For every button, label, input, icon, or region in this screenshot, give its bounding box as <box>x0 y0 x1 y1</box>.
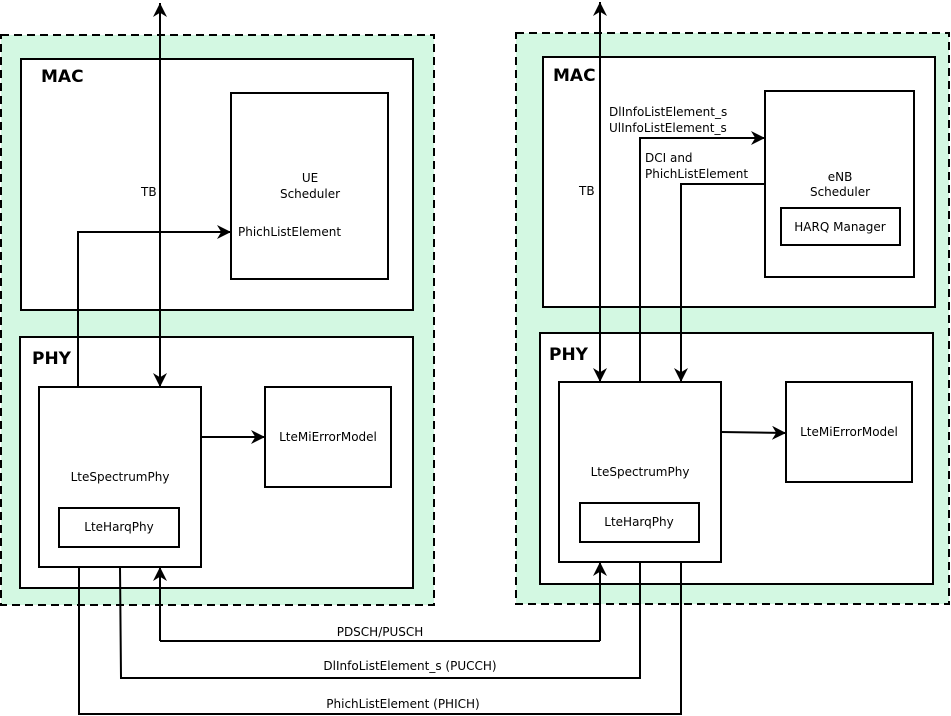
enb-harq-manager-box <box>780 207 901 246</box>
dl-info-pucch-line <box>119 562 641 679</box>
enb-ul-info-label: UlInfoListElement_s <box>609 121 727 135</box>
pdsch-pusch-label: PDSCH/PUSCH <box>337 625 424 639</box>
enb-dci-label-line1: DCI and <box>645 151 693 165</box>
enb-error-model-box <box>785 381 913 483</box>
enb-tb-label: TB <box>578 184 595 198</box>
enb-scheduler-box <box>764 90 915 278</box>
ue-harq-phy-label: LteHarqPhy <box>84 520 153 534</box>
enb-error-model-arrow <box>720 425 787 440</box>
enb-spectrum-phy-label: LteSpectrumPhy <box>591 465 690 479</box>
ue-scheduler-box <box>230 92 389 280</box>
ue-scheduler-label-line2: Scheduler <box>280 187 340 201</box>
ue-tb-label: TB <box>140 185 157 199</box>
enb-dci-label-line2: PhichListElement <box>645 167 748 181</box>
enb-harq-phy-box <box>579 502 700 543</box>
ue-scheduler-label-line1: UE <box>302 171 318 185</box>
ue-mac-title: MAC <box>41 67 84 87</box>
enb-harq-phy-label: LteHarqPhy <box>604 515 673 529</box>
enb-node: MAC eNB Scheduler HARQ Manager DlInfoLis… <box>515 2 950 605</box>
ue-phy-title: PHY <box>32 349 72 369</box>
enb-dl-info-label: DlInfoListElement_s <box>609 105 727 119</box>
enb-dci-to-phy-arrow <box>674 183 765 382</box>
enb-scheduler-label-line1: eNB <box>828 170 853 184</box>
enb-error-model-label: LteMiErrorModel <box>800 425 898 439</box>
enb-mac-title: MAC <box>553 66 596 86</box>
enb-scheduler-label-line2: Scheduler <box>810 185 870 199</box>
phich-line <box>78 562 682 715</box>
radio-links: PDSCH/PUSCH DlInfoListElement_s (PUCCH) … <box>78 562 682 715</box>
ue-error-model-box <box>264 386 392 488</box>
ue-error-model-label: LteMiErrorModel <box>279 430 377 444</box>
ue-harq-phy-box <box>58 507 180 548</box>
enb-info-to-scheduler-arrow <box>639 131 765 382</box>
ue-phich-arrow <box>77 225 231 387</box>
ue-spectrum-phy-label: LteSpectrumPhy <box>71 470 170 484</box>
enb-harq-manager-label: HARQ Manager <box>794 220 885 234</box>
phich-link-label: PhichListElement (PHICH) <box>326 697 479 711</box>
ue-node: MAC UE Scheduler PhichListElement PHY Lt… <box>0 3 435 606</box>
ue-phich-label: PhichListElement <box>238 225 341 239</box>
enb-phy-title: PHY <box>549 345 589 365</box>
dl-info-pucch-label: DlInfoListElement_s (PUCCH) <box>323 659 496 673</box>
